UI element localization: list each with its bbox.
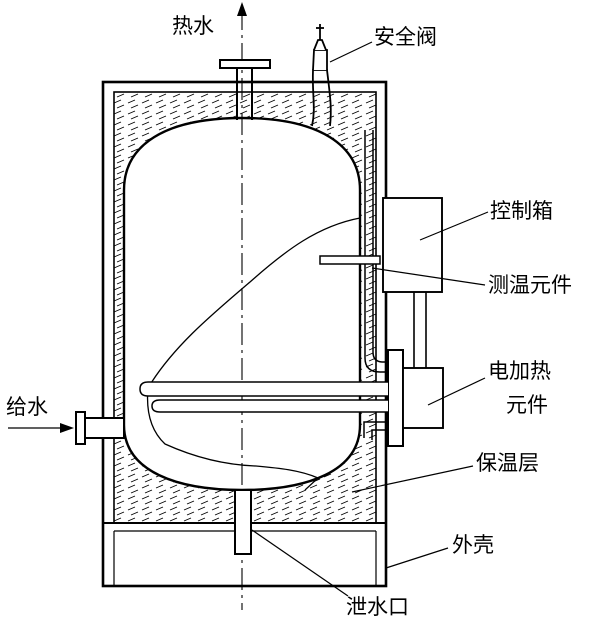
label-heater-line1: 电加热 [488,359,551,383]
safety-valve [311,24,332,127]
heater-box [402,367,444,429]
drain-pipe [234,489,252,555]
temp-sensor-rod [319,255,381,265]
label-safety-valve: 安全阀 [374,25,437,49]
leader-shell [385,547,449,569]
label-heater-line2: 元件 [506,393,548,417]
heater-bottom-bracket [363,421,388,440]
insulation-layer [114,92,376,523]
inlet-pipe [84,417,125,439]
heater-flange [387,349,404,447]
leader-safety-valve [329,41,373,63]
cutaway-crack [304,477,319,491]
outer-shell [101,80,388,588]
leader-heater [427,377,486,406]
label-shell: 外壳 [452,533,494,557]
leader-control-box [419,211,489,241]
leader-insulation [351,465,474,493]
heater-element-inner [151,399,388,413]
inlet-flange [75,411,86,445]
conduit-inner [372,130,392,363]
label-control-box: 控制箱 [490,199,553,223]
label-insulation: 保温层 [476,451,539,475]
leader-drain [251,529,349,597]
hot-water-flange [219,59,271,69]
conduit-outer [364,130,392,373]
label-temp-sensor: 测温元件 [488,273,572,297]
inlet-arrow-head [60,423,74,433]
label-hot-water: 热水 [172,14,214,38]
label-inlet: 给水 [6,395,48,419]
control-box [382,197,443,293]
label-drain: 泄水口 [346,595,409,619]
leader-temp-sensor [371,267,486,286]
hot-water-arrow [237,2,247,16]
heater-element [139,381,388,397]
